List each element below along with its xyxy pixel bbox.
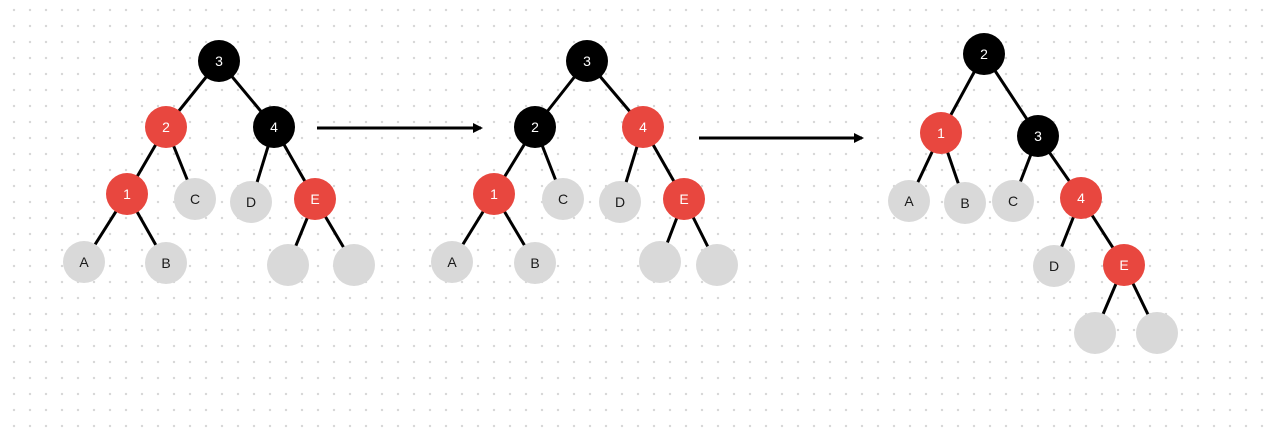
node-label: A bbox=[904, 193, 914, 209]
node-label: D bbox=[1049, 258, 1059, 274]
node-label: C bbox=[558, 191, 568, 207]
tree-node: C bbox=[174, 178, 216, 220]
transition-arrows bbox=[317, 123, 864, 143]
tree-node: A bbox=[431, 241, 473, 283]
node-circle-gray bbox=[639, 241, 681, 283]
node-circle-red bbox=[145, 106, 187, 148]
tree-node: D bbox=[1033, 245, 1075, 287]
node-label: D bbox=[615, 194, 625, 210]
tree-node bbox=[267, 244, 309, 286]
tree-3: 2 1 3A B C 4D E bbox=[888, 33, 1178, 354]
tree-node: 1 bbox=[920, 112, 962, 154]
node-label: 3 bbox=[1034, 128, 1042, 144]
node-label: 3 bbox=[583, 53, 591, 69]
node-label: 4 bbox=[1077, 190, 1085, 206]
tree-node: 4 bbox=[253, 106, 295, 148]
node-label: C bbox=[190, 191, 200, 207]
node-label: C bbox=[1008, 193, 1018, 209]
node-circle-black bbox=[198, 40, 240, 82]
node-circle-red bbox=[294, 178, 336, 220]
node-label: B bbox=[530, 255, 539, 271]
node-circle-black bbox=[1017, 115, 1059, 157]
node-circle-gray bbox=[1136, 312, 1178, 354]
tree-node: 1 bbox=[106, 173, 148, 215]
node-circle-red bbox=[920, 112, 962, 154]
node-label: 4 bbox=[639, 119, 647, 135]
node-label: A bbox=[447, 254, 457, 270]
node-circle-gray bbox=[267, 244, 309, 286]
tree-node: A bbox=[888, 180, 930, 222]
node-label: 3 bbox=[215, 53, 223, 69]
tree-node: E bbox=[1103, 244, 1145, 286]
tree-node: 2 bbox=[963, 33, 1005, 75]
node-label: B bbox=[161, 255, 170, 271]
node-label: A bbox=[79, 254, 89, 270]
node-label: 1 bbox=[490, 186, 498, 202]
node-circle-black bbox=[566, 40, 608, 82]
tree-node bbox=[1136, 312, 1178, 354]
node-circle-gray bbox=[992, 180, 1034, 222]
node-label: 1 bbox=[123, 186, 131, 202]
node-circle-red bbox=[473, 173, 515, 215]
tree-1: 3 2 4 1 C D E A B bbox=[63, 40, 375, 286]
tree-node: 3 bbox=[198, 40, 240, 82]
tree-node: C bbox=[992, 180, 1034, 222]
node-label: D bbox=[246, 194, 256, 210]
tree-node bbox=[639, 241, 681, 283]
node-circle-gray bbox=[514, 242, 556, 284]
node-circle-gray bbox=[696, 244, 738, 286]
tree-node bbox=[1074, 312, 1116, 354]
tree-node: A bbox=[63, 241, 105, 283]
node-circle-gray bbox=[333, 244, 375, 286]
tree-node bbox=[333, 244, 375, 286]
node-circle-red bbox=[663, 178, 705, 220]
tree-node: B bbox=[944, 182, 986, 224]
node-circle-gray bbox=[145, 242, 187, 284]
node-circle-red bbox=[106, 173, 148, 215]
tree-node: E bbox=[663, 178, 705, 220]
node-circle-black bbox=[253, 106, 295, 148]
tree-node: D bbox=[230, 181, 272, 223]
tree-node: E bbox=[294, 178, 336, 220]
tree-node: B bbox=[145, 242, 187, 284]
node-circle-gray bbox=[63, 241, 105, 283]
node-circle-black bbox=[514, 106, 556, 148]
node-label: 2 bbox=[531, 119, 539, 135]
node-circle-gray bbox=[431, 241, 473, 283]
node-label: 1 bbox=[937, 125, 945, 141]
tree-node bbox=[696, 244, 738, 286]
tree-node: 4 bbox=[622, 106, 664, 148]
node-circle-gray bbox=[888, 180, 930, 222]
tree-node: 2 bbox=[145, 106, 187, 148]
node-circle-gray bbox=[1033, 245, 1075, 287]
node-label: E bbox=[310, 191, 319, 207]
node-circle-red bbox=[1103, 244, 1145, 286]
node-circle-gray bbox=[542, 178, 584, 220]
node-circle-gray bbox=[599, 181, 641, 223]
node-label: 2 bbox=[980, 46, 988, 62]
tree-node: B bbox=[514, 242, 556, 284]
node-label: 2 bbox=[162, 119, 170, 135]
node-circle-gray bbox=[944, 182, 986, 224]
node-circle-black bbox=[963, 33, 1005, 75]
tree-2: 3 2 4 1 C D E A B bbox=[431, 40, 738, 286]
tree-node: 4 bbox=[1060, 177, 1102, 219]
node-circle-red bbox=[1060, 177, 1102, 219]
tree-node: 3 bbox=[566, 40, 608, 82]
node-label: E bbox=[1119, 257, 1128, 273]
tree-node: C bbox=[542, 178, 584, 220]
node-circle-gray bbox=[230, 181, 272, 223]
tree-node: 2 bbox=[514, 106, 556, 148]
tree-node: 3 bbox=[1017, 115, 1059, 157]
node-label: E bbox=[679, 191, 688, 207]
node-circle-red bbox=[622, 106, 664, 148]
node-label: B bbox=[960, 195, 969, 211]
tree-node: 1 bbox=[473, 173, 515, 215]
node-label: 4 bbox=[270, 119, 278, 135]
node-circle-gray bbox=[1074, 312, 1116, 354]
node-circle-gray bbox=[174, 178, 216, 220]
tree-node: D bbox=[599, 181, 641, 223]
